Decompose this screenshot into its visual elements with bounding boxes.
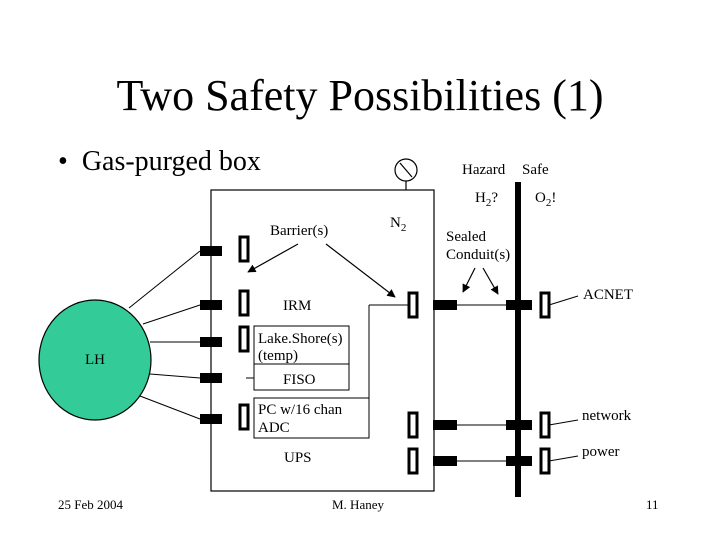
n2-label: N2 bbox=[390, 215, 406, 237]
box-right-connectors bbox=[407, 291, 419, 475]
lh-wires bbox=[128, 250, 201, 420]
footer-date: 25 Feb 2004 bbox=[58, 497, 123, 512]
barrier-label: Barrier(s) bbox=[270, 223, 329, 239]
h2-label: H2? bbox=[475, 190, 498, 212]
h2-label-text: H bbox=[475, 190, 486, 206]
gauge-icon bbox=[394, 158, 418, 190]
bullet-item: • Gas-purged box bbox=[58, 145, 261, 179]
footer-page-number: 11 bbox=[646, 497, 659, 512]
sealed-label-line2: Conduit(s) bbox=[446, 247, 511, 263]
lh-vessel bbox=[38, 299, 152, 421]
ups-label: UPS bbox=[284, 450, 312, 466]
pc-label-line2: ADC bbox=[258, 420, 290, 436]
network-label: network bbox=[582, 408, 632, 424]
h2-label-sub: 2 bbox=[485, 197, 492, 209]
annotation-arrows bbox=[247, 243, 499, 298]
outside-connectors bbox=[539, 291, 551, 475]
safe-label: Safe bbox=[522, 162, 549, 178]
left-connectors bbox=[238, 235, 250, 431]
o2-label: O2! bbox=[535, 190, 556, 212]
internal-bus bbox=[368, 304, 409, 398]
o2-label-text: O bbox=[535, 190, 546, 206]
irm-label: IRM bbox=[283, 298, 312, 314]
instrument-boxes bbox=[253, 325, 370, 439]
n2-label-text: N bbox=[390, 215, 401, 231]
n2-label-sub: 2 bbox=[400, 222, 407, 234]
sealed-conduits bbox=[457, 304, 508, 462]
power-label: power bbox=[582, 444, 620, 460]
pc-label-line1: PC w/16 chan bbox=[258, 402, 343, 418]
outgoing-lines bbox=[548, 295, 579, 462]
bullet-dot-icon: • bbox=[58, 146, 68, 177]
h2-label-suffix: ? bbox=[491, 190, 499, 206]
o2-label-sub: 2 bbox=[545, 197, 552, 209]
sealed-label-line1: Sealed bbox=[446, 229, 486, 245]
lakeshore-label-line2: (temp) bbox=[258, 348, 298, 364]
acnet-label: ACNET bbox=[583, 287, 633, 303]
slide-title: Two Safety Possibilities (1) bbox=[116, 71, 604, 120]
footer-author: M. Haney bbox=[332, 497, 384, 512]
hazard-label: Hazard bbox=[462, 162, 506, 178]
lh-label: LH bbox=[85, 352, 105, 368]
lakeshore-label-line1: Lake.Shore(s) bbox=[258, 331, 343, 347]
o2-label-suffix: ! bbox=[551, 190, 557, 206]
right-wall-feedthroughs bbox=[433, 300, 457, 466]
left-feedthroughs bbox=[200, 246, 222, 424]
safe-wall-feedthroughs bbox=[506, 300, 532, 466]
fiso-label: FISO bbox=[283, 372, 316, 388]
bullet-text: Gas-purged box bbox=[81, 146, 261, 177]
